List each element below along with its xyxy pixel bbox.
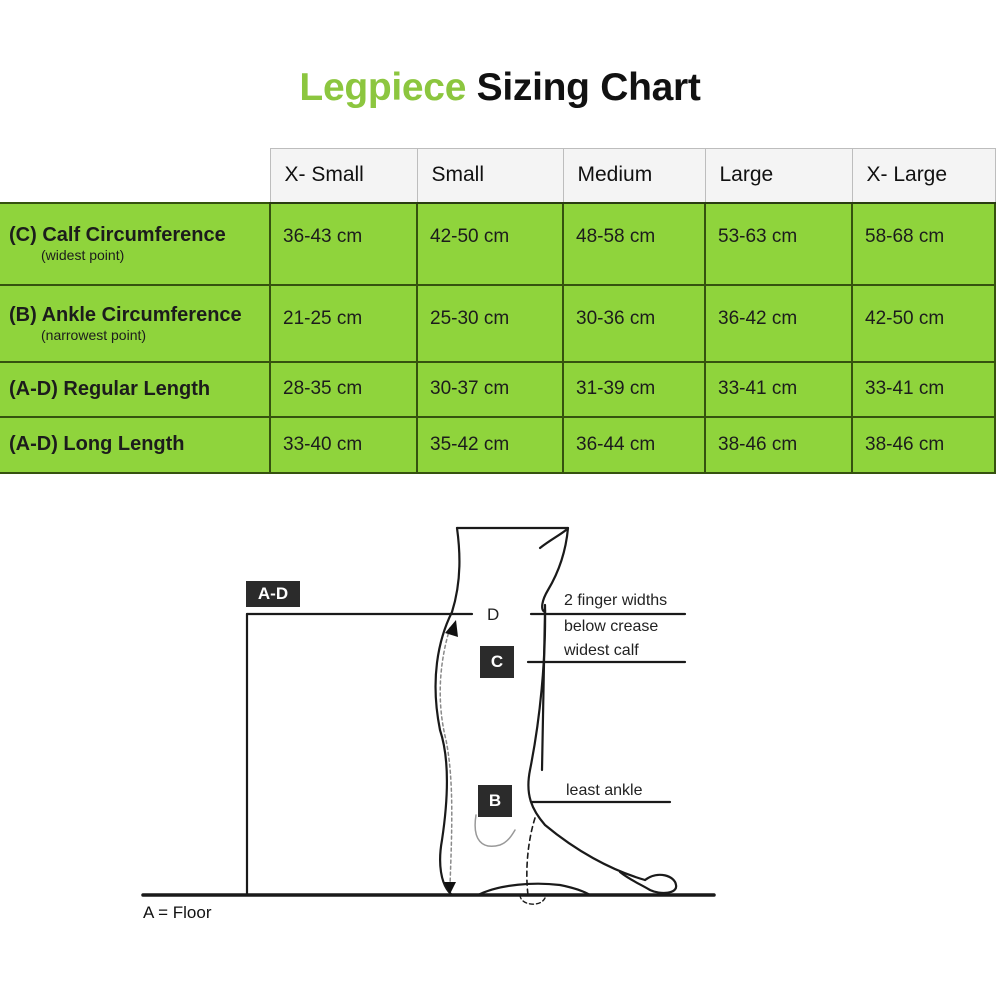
table-cell: 38-46 cm: [704, 415, 853, 474]
table-cell: 36-43 cm: [269, 201, 418, 286]
title-text: Sizing Chart: [476, 66, 701, 109]
table-cell: 38-46 cm: [851, 415, 996, 474]
col-header-medium: Medium: [562, 148, 706, 204]
table-cell: 35-42 cm: [416, 415, 564, 474]
leg-outline-icon: [141, 526, 716, 905]
note-d-line1: 2 finger widths: [564, 592, 668, 609]
row-label-text: (C) Calf Circumference: [9, 224, 226, 246]
row-label-text: (B) Ankle Circumference: [9, 303, 242, 326]
page-title: Legpiece Sizing Chart: [0, 66, 1000, 110]
col-header-xsmall: X- Small: [269, 148, 418, 204]
table-cell: 30-36 cm: [562, 283, 706, 363]
table-row-regular-length: (A-D) Regular Length 28-35 cm 30-37 cm 3…: [0, 360, 996, 418]
table-cell: 42-50 cm: [851, 283, 996, 363]
table-row-ankle: (B) Ankle Circumference(narrowest point)…: [0, 283, 996, 363]
note-d-line2: below crease: [564, 618, 659, 635]
table-cell: 42-50 cm: [416, 201, 564, 286]
table-cell: 25-30 cm: [416, 283, 564, 363]
brand-name: Legpiece: [299, 66, 467, 109]
table-row-calf: (C) Calf Circumference(widest point) 36-…: [0, 201, 996, 286]
header-row: X- Small Small Medium Large X- Large: [0, 148, 996, 204]
col-header-xlarge: X- Large: [851, 148, 996, 204]
floor-label: A = Floor: [143, 903, 212, 922]
table-cell: 30-37 cm: [416, 360, 564, 418]
corner-cell: [0, 148, 270, 203]
row-label: (C) Calf Circumference(widest point): [0, 201, 271, 286]
note-b: least ankle: [566, 782, 643, 799]
table-cell: 58-68 cm: [851, 201, 996, 286]
sizing-table: X- Small Small Medium Large X- Large (C)…: [0, 148, 996, 474]
table-cell: 36-42 cm: [704, 283, 853, 363]
table-cell: 53-63 cm: [704, 201, 853, 286]
tag-b: B: [478, 785, 512, 817]
row-sublabel: (narrowest point): [41, 326, 147, 343]
row-label: (A-D) Regular Length: [0, 360, 271, 418]
tag-c: C: [480, 646, 514, 678]
table-cell: 36-44 cm: [562, 415, 706, 474]
note-c: widest calf: [564, 642, 639, 659]
tag-a-d: A-D: [246, 581, 300, 607]
table-cell: 31-39 cm: [562, 360, 706, 418]
col-header-large: Large: [704, 148, 853, 204]
point-d-label: D: [487, 605, 500, 624]
table-cell: 33-40 cm: [269, 415, 418, 474]
table-cell: 28-35 cm: [269, 360, 418, 418]
row-label: (B) Ankle Circumference(narrowest point): [0, 283, 271, 363]
row-sublabel: (widest point): [41, 247, 125, 263]
table-cell: 33-41 cm: [851, 360, 996, 418]
table-cell: 21-25 cm: [269, 283, 418, 363]
table-row-long-length: (A-D) Long Length 33-40 cm 35-42 cm 36-4…: [0, 415, 996, 474]
table-cell: 48-58 cm: [562, 201, 706, 286]
table-cell: 33-41 cm: [704, 360, 853, 418]
measurement-diagram: A-D D C B 2 finger widths below crease w…: [0, 500, 1000, 940]
row-label: (A-D) Long Length: [0, 415, 271, 474]
col-header-small: Small: [416, 148, 564, 204]
